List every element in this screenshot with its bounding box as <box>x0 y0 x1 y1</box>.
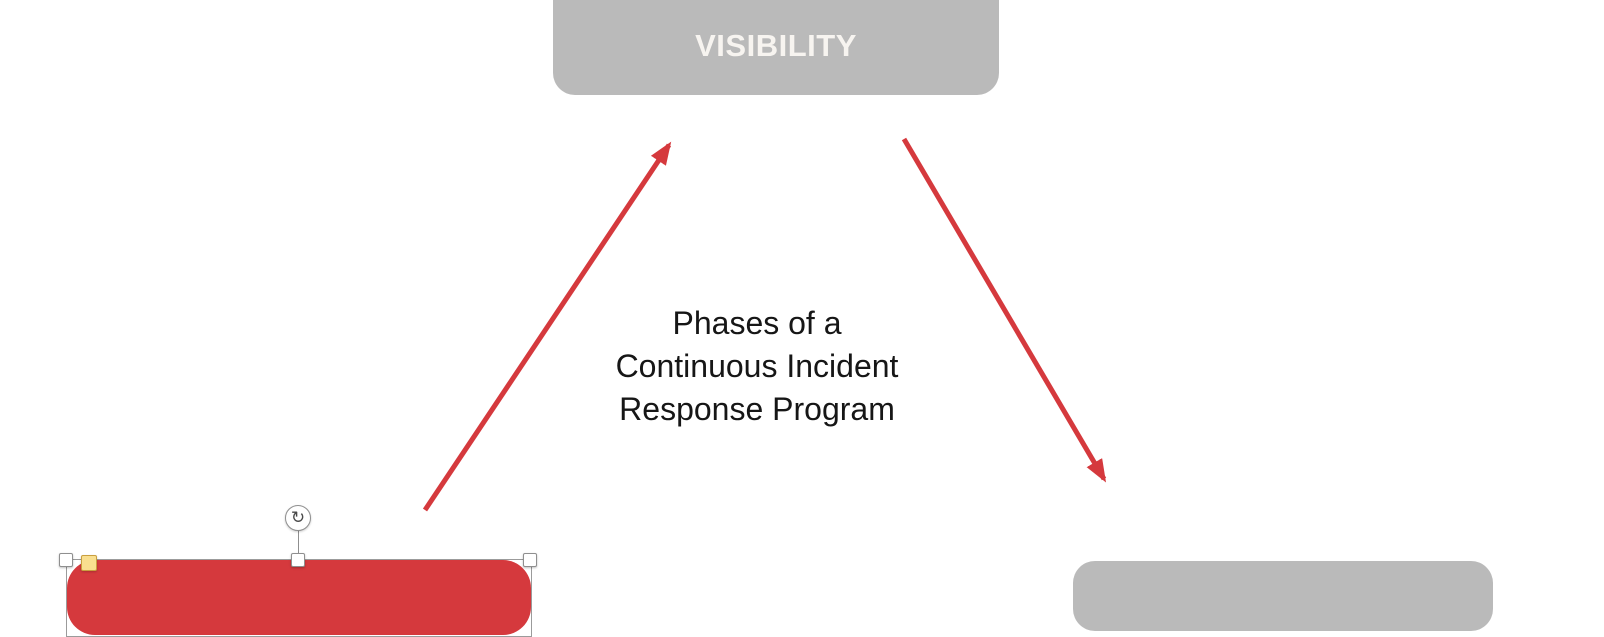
resize-handle-top-left[interactable] <box>59 553 73 567</box>
rotate-handle-stem <box>297 529 299 554</box>
center-title-line-2: Continuous Incident <box>615 348 899 384</box>
center-title-textbox[interactable]: Phases of a Continuous Incident Response… <box>557 302 957 431</box>
slide-canvas: VISIBILITY Phases of a Continuous Incide… <box>59 0 1493 637</box>
rotate-icon: ↻ <box>290 507 306 527</box>
corner-radius-adjust-handle[interactable] <box>81 555 97 571</box>
selected-red-shape[interactable] <box>67 560 531 635</box>
center-title-line-3: Response Program <box>619 391 895 427</box>
center-title-line-1: Phases of a <box>672 305 842 341</box>
rotate-handle[interactable]: ↻ <box>285 505 311 531</box>
resize-handle-top-middle[interactable] <box>291 553 305 567</box>
resize-handle-top-right[interactable] <box>523 553 537 567</box>
visibility-shape[interactable]: VISIBILITY <box>553 0 999 95</box>
bottom-right-shape[interactable] <box>1073 561 1493 631</box>
visibility-label: VISIBILITY <box>695 27 857 63</box>
